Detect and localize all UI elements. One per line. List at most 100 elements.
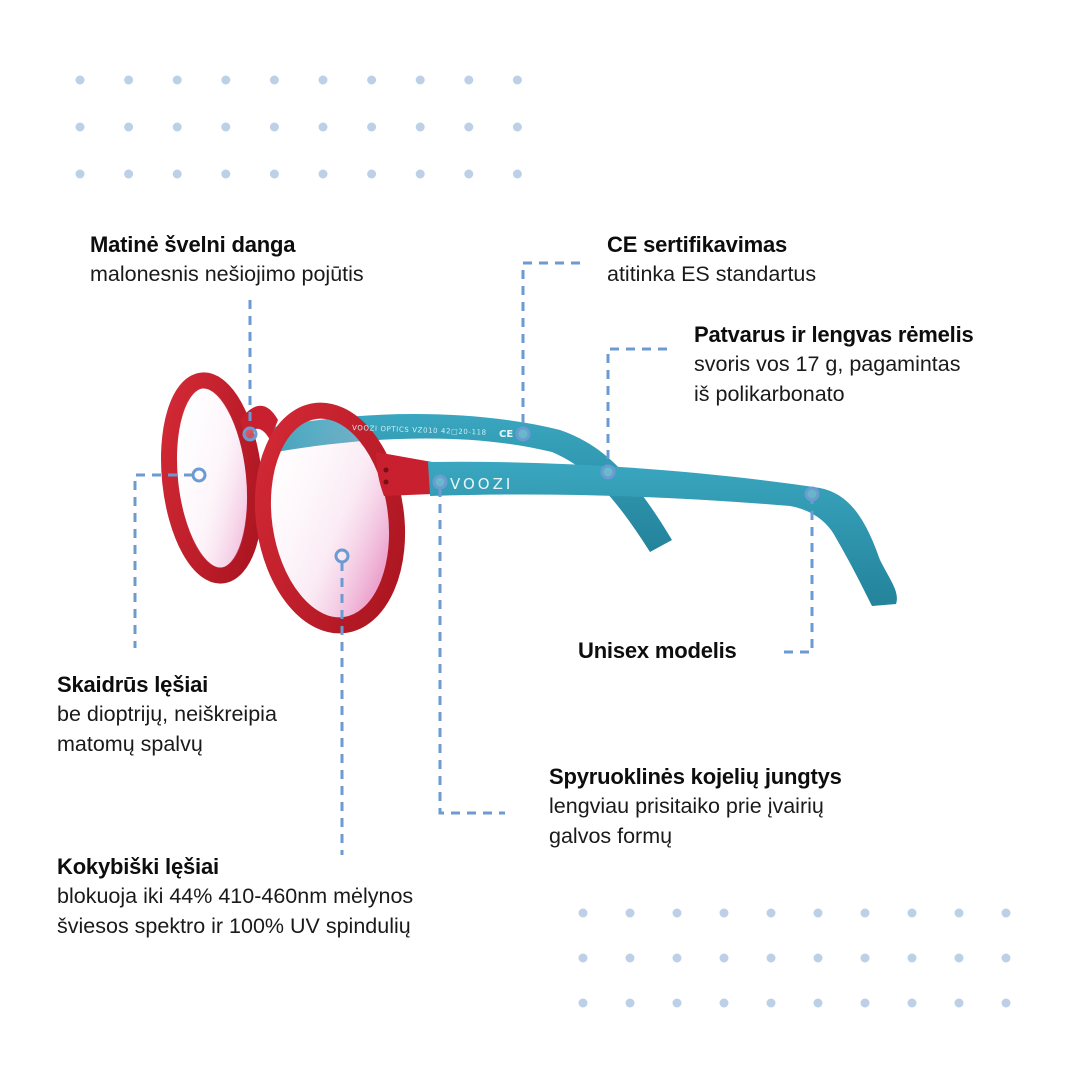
decorative-dot [318,122,328,132]
hotspot-marker [804,486,820,502]
decorative-dot [464,169,474,179]
feature-desc: atitinka ES standartus [607,262,817,287]
decorative-dot [860,998,870,1008]
decorative-dot [766,953,776,963]
decorative-dot [719,953,729,963]
left-lens [176,388,248,568]
decorative-dot [512,169,522,179]
far-temple [268,414,672,552]
feature-title: Kokybiški lęšiai [57,854,219,879]
hotspot-marker [242,426,258,442]
decorative-dot [318,169,328,179]
right-lens-rim [254,402,406,634]
feature-matte-coating: Matinė švelni danga malonesnis nešiojimo… [90,230,364,290]
decorative-dot [625,998,635,1008]
decorative-dot [172,122,182,132]
decorative-dot [464,75,474,85]
decorative-dot [860,908,870,918]
decorative-dot [813,908,823,918]
decorative-dot [269,169,279,179]
decorative-dot [907,998,917,1008]
near-temple [428,461,897,606]
decorative-dot [578,998,588,1008]
decorative-dot [1001,908,1011,918]
leader-line [438,488,505,815]
decorative-dot [1001,953,1011,963]
decorative-dot [124,75,134,85]
feature-title: Skaidrūs lęšiai [57,672,209,697]
decorative-dot [464,122,474,132]
decorative-dot [367,122,377,132]
feature-ce-certification: CE sertifikavimas atitinka ES standartus [607,230,816,290]
feature-title: Patvarus ir lengvas rėmelis [694,322,974,347]
decorative-dot [124,169,134,179]
decorative-dot [860,953,870,963]
hotspot-marker [600,464,616,480]
leader-line [784,500,814,654]
decorative-dot [367,75,377,85]
decorative-dot [1001,998,1011,1008]
decorative-dot [578,953,588,963]
decorative-dot [269,75,279,85]
decorative-dot [907,908,917,918]
decorative-dot [221,75,231,85]
leader-line [521,261,580,428]
feature-clear-lenses: Skaidrūs lęšiai be dioptrijų, neiškreipi… [57,670,277,760]
hotspot-marker [334,548,350,564]
decorative-dot [75,169,85,179]
feature-title: Spyruoklinės kojelių jungtys [549,764,842,789]
decorative-dot [766,908,776,918]
leader-line [133,473,193,648]
decorative-dot [415,75,425,85]
decorative-dot [672,953,682,963]
feature-desc: malonesnis nešiojimo pojūtis [90,262,364,287]
decorative-dot [813,998,823,1008]
decorative-dot [318,75,328,85]
feature-title: Unisex modelis [578,638,737,663]
ce-mark-text: CE [499,429,513,440]
temple-brand-text: VOOZI [450,475,513,493]
decorative-dot [415,169,425,179]
decorative-dot [172,169,182,179]
decorative-dot [813,953,823,963]
decorative-dot [625,953,635,963]
decorative-dot [719,908,729,918]
decorative-dot [672,998,682,1008]
decorative-dot [221,169,231,179]
decorative-dot [367,169,377,179]
left-lens-rim [160,372,264,584]
decorative-dot [75,122,85,132]
decorative-dot [907,953,917,963]
feature-spring-hinges: Spyruoklinės kojelių jungtys lengviau pr… [549,762,842,852]
decorative-dot [75,75,85,85]
decorative-dot [221,122,231,132]
decorative-dot [124,122,134,132]
decorative-dot [172,75,182,85]
leader-line [606,347,667,466]
decorative-dot [512,75,522,85]
feature-title: Matinė švelni danga [90,232,296,257]
hotspot-marker [515,426,531,442]
decorative-dot [512,122,522,132]
feature-unisex: Unisex modelis [578,636,737,666]
decorative-dot [954,908,964,918]
decorative-dot [625,908,635,918]
decorative-dot [719,998,729,1008]
hinge-block [376,452,432,496]
decorative-dot [954,998,964,1008]
decorative-dot [269,122,279,132]
right-lens [266,414,394,622]
feature-durable-frame: Patvarus ir lengvas rėmelis svoris vos 1… [694,320,974,410]
hotspot-marker [432,474,448,490]
decorative-dot [766,998,776,1008]
decorative-dot [578,908,588,918]
hotspot-marker [191,467,207,483]
